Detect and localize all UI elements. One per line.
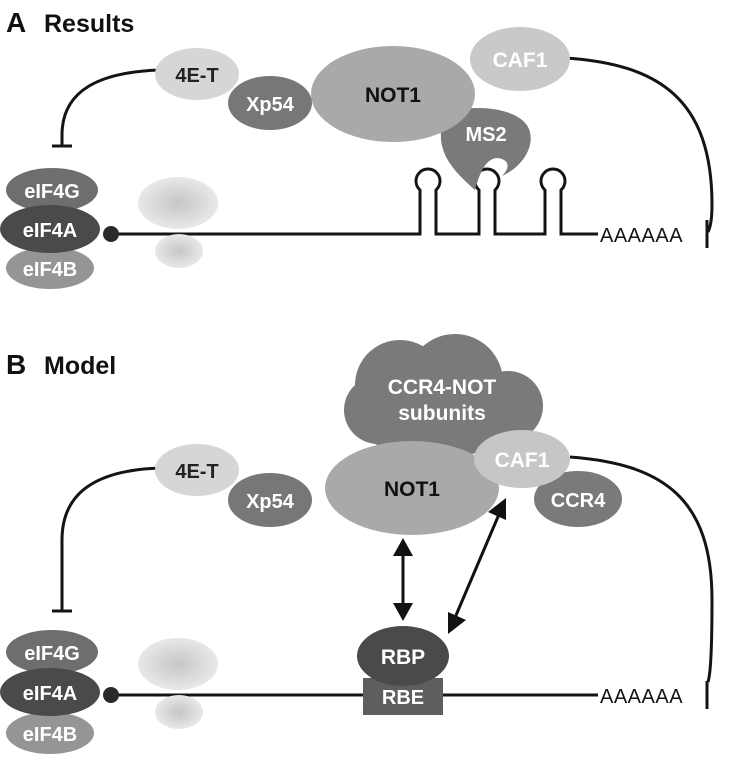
eif4g-label-a: eIF4G [24, 181, 80, 203]
ccr4-label-b: CCR4 [551, 490, 606, 512]
eif4b-label-b: eIF4B [23, 724, 77, 746]
panel-a: A Results AAAAAA eIF4G eIF4B eIF4A MS2 N… [0, 7, 714, 289]
eif4a-label-a: eIF4A [23, 220, 77, 242]
not1-label-b: NOT1 [384, 478, 440, 501]
panel-b-letter: B [6, 349, 26, 380]
rbp-label: RBP [381, 646, 425, 669]
eif4g-a [6, 168, 98, 212]
ccr4-not-subunits-cloud [344, 334, 543, 456]
caf1-b [474, 430, 570, 488]
ms2-protein-a [440, 108, 531, 190]
ccr4-not-label-line2: subunits [398, 402, 486, 425]
not1-a [311, 46, 475, 142]
cap-b [103, 687, 119, 703]
4e-t-a [155, 48, 239, 100]
mrna-line-a [112, 167, 598, 236]
eif4g-label-b: eIF4G [24, 643, 80, 665]
rbe-label: RBE [382, 687, 424, 709]
poly-a-tail-a: AAAAAA [600, 225, 683, 247]
rbp-protein [357, 626, 449, 686]
eif4a-a [0, 205, 100, 253]
4e-t-label-a: 4E-T [175, 65, 218, 87]
caf1-tail-connector-a [564, 56, 714, 233]
repression-line-a [60, 68, 161, 146]
eif4b-b [6, 712, 94, 754]
caf1-label-a: CAF1 [493, 49, 548, 72]
xp54-a [228, 76, 312, 130]
poly-a-tail-b: AAAAAA [600, 686, 683, 708]
xp54-b [228, 473, 312, 527]
not1-b [325, 441, 499, 535]
ribosome-small-a [155, 234, 203, 268]
panel-a-letter: A [6, 7, 26, 38]
panel-a-title: Results [44, 10, 134, 38]
cap-a [103, 226, 119, 242]
eif4a-label-b: eIF4A [23, 683, 77, 705]
eif4b-label-a: eIF4B [23, 259, 77, 281]
caf1-tail-connector-b [569, 455, 714, 683]
panel-b: B Model AAAAAA eIF4G eIF4B eIF4A RBE RBP [0, 334, 714, 754]
ribosome-small-b [155, 695, 203, 729]
arrow-not1-rbp [393, 538, 413, 621]
xp54-label-b: Xp54 [246, 491, 295, 513]
ribosome-large-b [138, 638, 218, 690]
caf1-a [470, 27, 570, 91]
repression-line-b [60, 466, 161, 611]
ms2-label-a: MS2 [465, 124, 506, 146]
4e-t-b [155, 444, 239, 496]
ribosome-large-a [138, 177, 218, 229]
not1-label-a: NOT1 [365, 84, 421, 107]
arrow-caf1-rbp [448, 498, 506, 634]
eif4g-b [6, 630, 98, 674]
ccr4-b [534, 471, 622, 527]
caf1-label-b: CAF1 [495, 449, 550, 472]
eif4b-a [6, 247, 94, 289]
4e-t-label-b: 4E-T [175, 461, 218, 483]
xp54-label-a: Xp54 [246, 94, 295, 116]
panel-b-title: Model [44, 352, 116, 380]
eif4a-b [0, 668, 100, 716]
ccr4-not-label-line1: CCR4-NOT [388, 376, 497, 399]
